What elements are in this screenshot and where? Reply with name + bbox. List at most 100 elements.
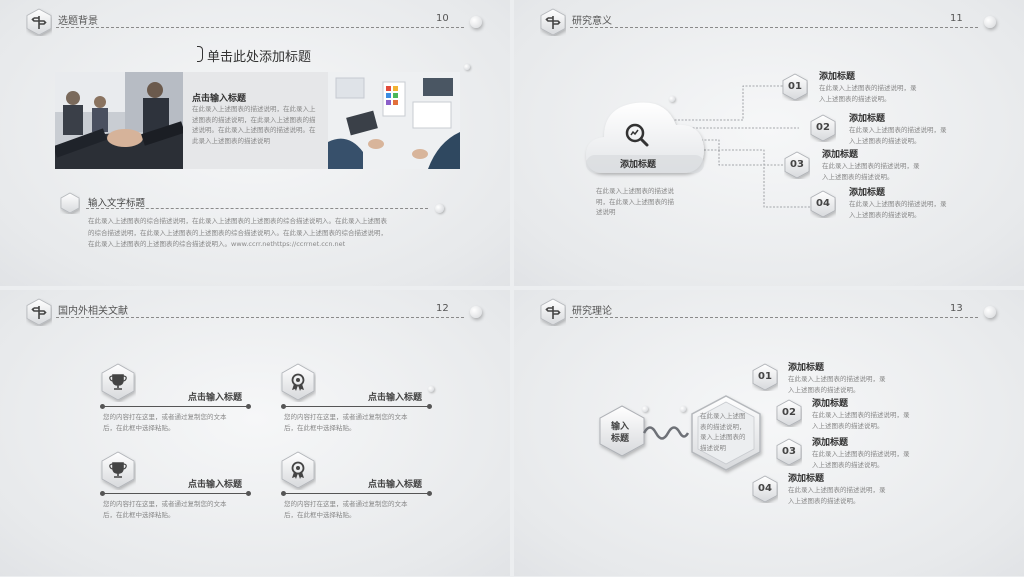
slide-title: 选题背景 (58, 16, 98, 27)
item-title: 添加标题 (822, 150, 859, 160)
input-label: 输入 标题 (611, 422, 630, 444)
header-divider (56, 27, 464, 28)
hexagon-badge-icon (810, 114, 836, 142)
headline-bracket (197, 46, 203, 62)
cloud-description: 在此录入上述图表的描述说 明，在此录入上述图表的描 述说明 (596, 187, 674, 216)
slide-number: 12 (436, 303, 449, 314)
decorative-dot (428, 386, 434, 392)
divider-dot (246, 404, 251, 409)
item-title: 添加标题 (819, 72, 856, 82)
info-card (183, 72, 328, 169)
decorative-dot (642, 406, 648, 412)
decorative-dot (464, 64, 470, 70)
card-description: 您的内容打在这里，或者通过复制您的文本后，在此框中选择粘贴。 (103, 413, 227, 432)
card-title: 点击输入标题 (188, 480, 243, 490)
header-divider (570, 317, 978, 318)
decorative-dot (470, 16, 482, 28)
section-title: 输入文字标题 (88, 198, 146, 209)
section-body: 在此录入上述图表的综合描述说明，在此录入上述图表的上述图表的综合描述说明入。在此… (88, 217, 387, 248)
search-analytics-icon (625, 123, 649, 147)
decorative-dot (984, 16, 996, 28)
item-title: 添加标题 (849, 188, 886, 198)
hexagon-badge-icon (782, 73, 808, 101)
slide-number: 13 (950, 303, 963, 314)
trophy-icon (101, 451, 135, 489)
card-divider (284, 406, 429, 407)
section-divider (86, 208, 428, 209)
signpost-icon (26, 8, 52, 36)
slide-13[interactable]: 研究理论 13 输入 标题 在此录入上述图 表的描述说明， 录入上述图表的 描述… (514, 290, 1024, 576)
slide-number: 10 (436, 13, 449, 24)
center-description: 在此录入上述图 表的描述说明， 录入上述图表的 描述说明 (700, 412, 746, 452)
slide-title: 研究意义 (572, 16, 612, 27)
team-desk-photo (328, 72, 460, 169)
divider-dot (427, 491, 432, 496)
signpost-icon (540, 298, 566, 326)
card-divider (284, 493, 429, 494)
item-description: 在此录入上述图表的描述说明，录入上述图表的描述说明。 (788, 486, 886, 505)
decorative-dot (680, 406, 686, 412)
decorative-dot (669, 96, 675, 102)
item-title: 添加标题 (849, 114, 886, 124)
slide-number: 11 (950, 13, 963, 24)
decorative-dot (435, 204, 444, 213)
slide-12[interactable]: 国内外相关文献 12 点击输入标题 您的内容打在这里，或者通过复制您的文本后，在… (0, 290, 510, 576)
hexagon-badge-icon (752, 363, 778, 391)
divider-dot (281, 404, 286, 409)
card-divider (103, 493, 248, 494)
card-title: 点击输入标题 (368, 393, 423, 403)
card-title: 点击输入标题 (192, 94, 247, 104)
decorative-dot (470, 306, 482, 318)
hexagon-badge-icon (776, 399, 802, 427)
item-description: 在此录入上述图表的描述说明，录入上述图表的描述说明。 (812, 450, 910, 469)
cloud-label: 添加标题 (620, 160, 657, 170)
theory-diagram (599, 395, 761, 471)
slide-title: 研究理论 (572, 306, 612, 317)
item-description: 在此录入上述图表的描述说明，录入上述图表的描述说明。 (819, 84, 917, 103)
card-divider (103, 406, 248, 407)
item-number: 02 (782, 407, 796, 418)
trophy-icon (101, 363, 135, 401)
slide-10[interactable]: 选题背景 10 单击此处添加标题 点击输入标题 在此录入上述图表的描述说明，在此… (0, 0, 510, 286)
medal-icon (281, 451, 315, 489)
card-title: 点击输入标题 (188, 393, 243, 403)
header-divider (570, 27, 978, 28)
item-number: 04 (758, 483, 772, 494)
card-body: 在此录入上述图表的描述说明，在此录入上述图表的描述说明，在此录入上述图表的描述说… (192, 105, 316, 145)
cloud-shape (586, 102, 704, 173)
item-number: 04 (816, 198, 830, 209)
divider-dot (246, 491, 251, 496)
item-number: 01 (788, 81, 802, 92)
signpost-icon (540, 8, 566, 36)
slide-11[interactable]: 研究意义 11 添加标题 在此录入上述图表的描述说 明，在此录入上述图表的描 述… (514, 0, 1024, 286)
item-description: 在此录入上述图表的描述说明，录入上述图表的描述说明。 (849, 126, 947, 145)
hexagon-badge-icon (776, 438, 802, 466)
headline[interactable]: 单击此处添加标题 (207, 50, 312, 65)
item-number: 02 (816, 122, 830, 133)
slide-title: 国内外相关文献 (58, 306, 128, 317)
item-description: 在此录入上述图表的描述说明，录入上述图表的描述说明。 (788, 375, 886, 394)
item-description: 在此录入上述图表的描述说明，录入上述图表的描述说明。 (849, 200, 947, 219)
item-title: 添加标题 (812, 399, 849, 409)
item-description: 在此录入上述图表的描述说明，录入上述图表的描述说明。 (812, 411, 910, 430)
decorative-dot (984, 306, 996, 318)
card-description: 您的内容打在这里，或者通过复制您的文本后，在此框中选择粘贴。 (103, 500, 227, 519)
item-description: 在此录入上述图表的描述说明，录入上述图表的描述说明。 (822, 162, 920, 181)
hexagon-badge-icon (810, 190, 836, 218)
card-title: 点击输入标题 (368, 480, 423, 490)
signpost-icon (26, 298, 52, 326)
hexagon-badge-icon (784, 151, 810, 179)
item-number: 01 (758, 371, 772, 382)
item-title: 添加标题 (788, 363, 825, 373)
handshake-photo (55, 72, 183, 169)
medal-icon (281, 363, 315, 401)
hexagon-badge-icon (752, 475, 778, 503)
connector-lines (664, 85, 812, 208)
section-hex-icon (60, 192, 80, 214)
item-number: 03 (790, 159, 804, 170)
divider-dot (281, 491, 286, 496)
card-description: 您的内容打在这里，或者通过复制您的文本后，在此框中选择粘贴。 (284, 500, 408, 519)
item-number: 03 (782, 446, 796, 457)
divider-dot (427, 404, 432, 409)
header-divider (56, 317, 464, 318)
